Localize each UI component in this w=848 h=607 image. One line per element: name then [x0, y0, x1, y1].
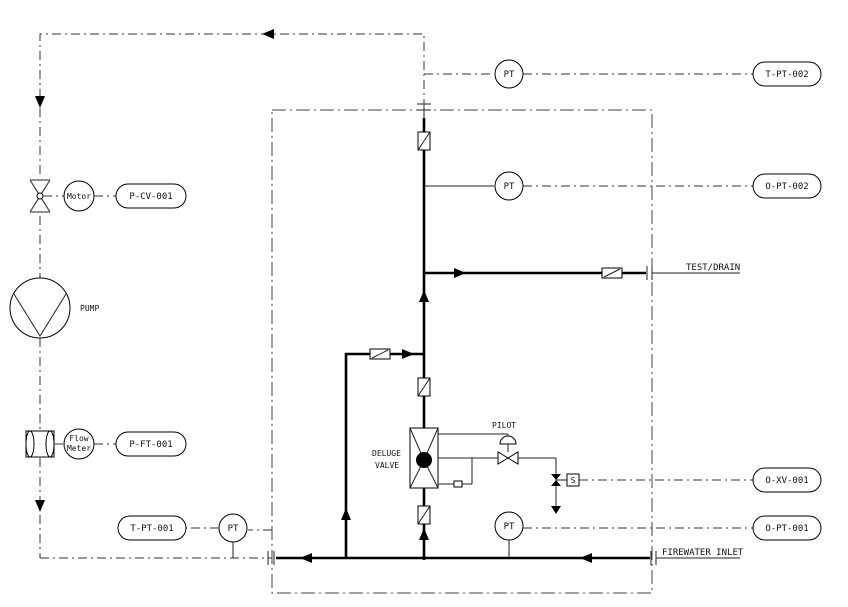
deluge-valve: DELUGE VALVE: [372, 427, 439, 489]
test-drain-label: TEST/DRAIN: [686, 263, 740, 273]
bypass-valve: [369, 348, 391, 360]
pilot-label: PILOT: [492, 421, 516, 430]
tag-o-pt-001: O-PT-001: [752, 515, 822, 541]
flow-arrow-bypass-up: [341, 508, 351, 520]
solenoid-valve: S: [551, 458, 580, 514]
svg-text:P-CV-001: P-CV-001: [129, 192, 172, 202]
svg-text:T-PT-001: T-PT-001: [130, 524, 173, 534]
pt-t-pt-001: PT: [218, 513, 248, 543]
flow-arrow-top: [262, 29, 274, 39]
flow-arrow-riser-2: [419, 528, 429, 540]
svg-text:PT: PT: [228, 524, 239, 534]
svg-text:P-FT-001: P-FT-001: [129, 440, 172, 450]
svg-text:PT: PT: [504, 522, 515, 532]
firewater-inlet-label: FIREWATER INLET: [662, 548, 744, 558]
svg-text:VALVE: VALVE: [375, 461, 399, 470]
svg-text:PT: PT: [504, 70, 515, 80]
tag-t-pt-001: T-PT-001: [117, 515, 187, 541]
tag-o-xv-001: O-XV-001: [752, 467, 822, 493]
flow-arrow-riser-1: [419, 290, 429, 302]
flow-arrow-left-down-2: [35, 500, 45, 512]
svg-text:O-PT-002: O-PT-002: [765, 182, 808, 192]
flow-meter-body: [25, 430, 64, 458]
tag-t-pt-002: T-PT-002: [752, 61, 822, 87]
flow-arrow-drain: [454, 268, 466, 278]
svg-text:DELUGE: DELUGE: [372, 449, 401, 458]
svg-text:S: S: [571, 476, 576, 485]
pt-t-pt-002: PT: [494, 59, 524, 89]
pump-symbol: PUMP: [9, 277, 99, 339]
bypass-line: [344, 352, 370, 558]
flow-arrow-bypass-right: [402, 349, 414, 359]
tag-o-pt-002: O-PT-002: [752, 173, 822, 199]
recirc-loop: [35, 29, 425, 559]
flow-arrow-inlet-2: [580, 553, 592, 563]
pump-label: PUMP: [80, 304, 99, 313]
pt-o-pt-002: PT: [494, 171, 524, 201]
svg-text:O-XV-001: O-XV-001: [765, 476, 808, 486]
tag-p-ft-001: P-FT-001: [115, 431, 187, 457]
check-valve-top: [417, 131, 431, 151]
flow-arrow-inlet-1: [300, 553, 312, 563]
drain-valve: [601, 267, 623, 279]
pilot-trim: PILOT: [438, 421, 556, 488]
check-valve-bottom: [417, 505, 431, 525]
flow-meter-instrument: Flow Meter: [63, 428, 95, 460]
pt-o-pt-001: PT: [494, 511, 524, 541]
flow-arrow-left-down-1: [35, 96, 45, 108]
motor-symbol: Motor: [63, 180, 95, 212]
tag-p-cv-001: P-CV-001: [115, 183, 187, 209]
skid-boundary: [271, 109, 653, 594]
svg-text:Flow: Flow: [69, 434, 88, 443]
check-valve-mid: [417, 377, 431, 397]
svg-text:Meter: Meter: [67, 444, 91, 453]
svg-text:PT: PT: [504, 182, 515, 192]
motor-label: Motor: [67, 192, 91, 201]
control-valve-p-cv: [29, 179, 64, 213]
svg-text:O-PT-001: O-PT-001: [765, 524, 808, 534]
svg-text:T-PT-002: T-PT-002: [765, 70, 808, 80]
